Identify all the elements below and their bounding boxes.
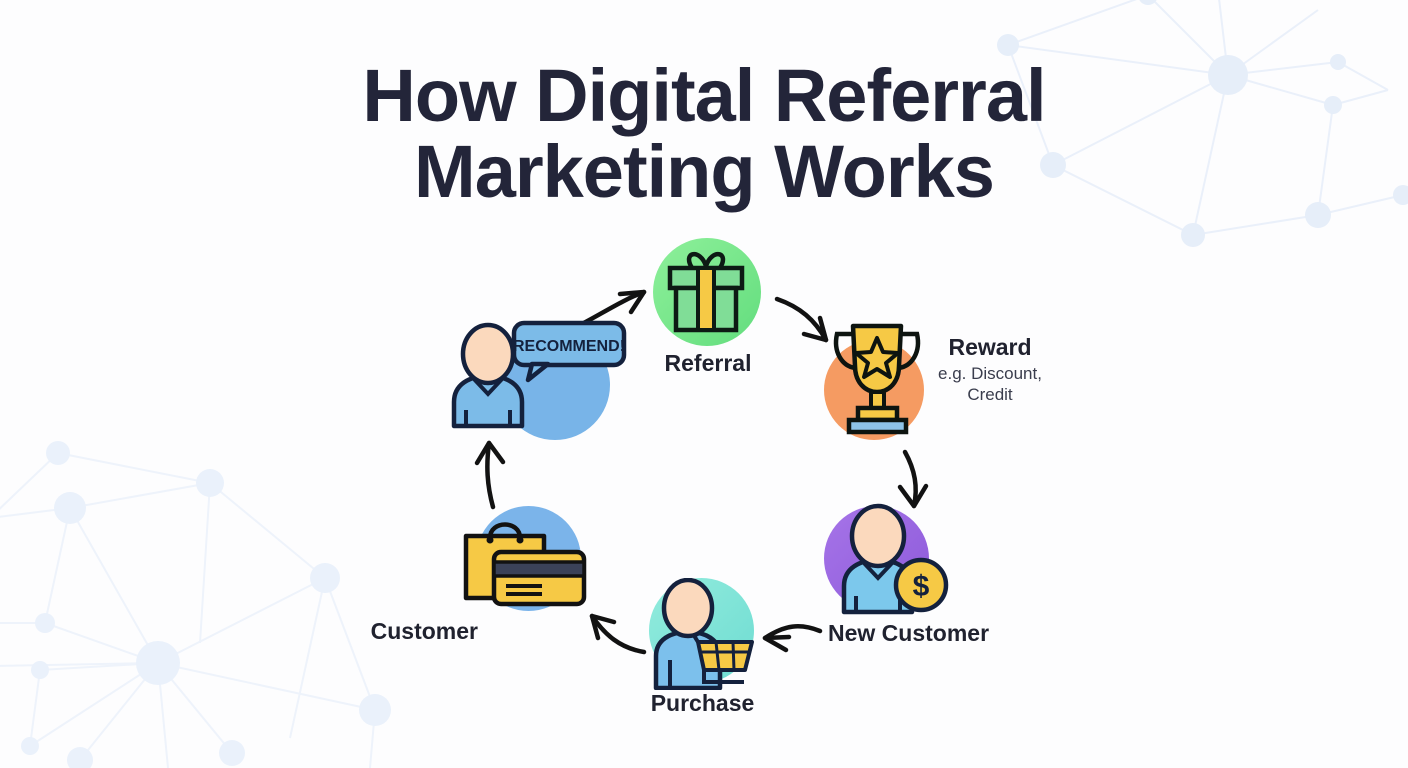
shopping-bag-card-icon xyxy=(463,522,587,607)
reward-sublabel-line-1: e.g. Discount, xyxy=(938,364,1042,383)
title-line-1: How Digital Referral xyxy=(362,54,1046,137)
reward-sublabel-line-2: Credit xyxy=(967,385,1013,404)
new-customer-label: New Customer xyxy=(828,620,990,646)
reward-sublabel: e.g. Discount, Credit xyxy=(920,363,1060,405)
arrow-newcustomer-to-purchase xyxy=(762,624,823,641)
purchase-label: Purchase xyxy=(650,690,755,716)
customer-label: Customer xyxy=(370,618,478,644)
trophy-icon xyxy=(833,323,921,435)
arrow-customer-to-recommend xyxy=(485,440,496,510)
recommend-bubble-text: RECOMMEND! xyxy=(513,338,625,355)
node-reward[interactable]: Reward e.g. Discount, Credit xyxy=(820,318,1050,448)
title-line-2: Marketing Works xyxy=(414,130,995,213)
node-purchase[interactable]: Purchase xyxy=(640,578,765,723)
reward-label: Reward xyxy=(948,334,1032,360)
svg-text:$: $ xyxy=(913,570,930,603)
person-speech-bubble-icon: RECOMMEND! xyxy=(451,320,627,429)
node-recommend[interactable]: RECOMMEND! xyxy=(440,318,630,443)
node-customer[interactable]: Customer xyxy=(371,498,633,653)
person-cart-icon xyxy=(653,578,754,690)
node-referral[interactable]: Referral xyxy=(648,238,768,388)
person-coin-icon: $ xyxy=(841,503,949,615)
page-title: How Digital Referral Marketing Works xyxy=(0,58,1408,210)
gift-box-icon xyxy=(667,252,745,333)
referral-label: Referral xyxy=(664,350,752,376)
node-new-customer[interactable]: $ New Customer xyxy=(818,500,1018,660)
